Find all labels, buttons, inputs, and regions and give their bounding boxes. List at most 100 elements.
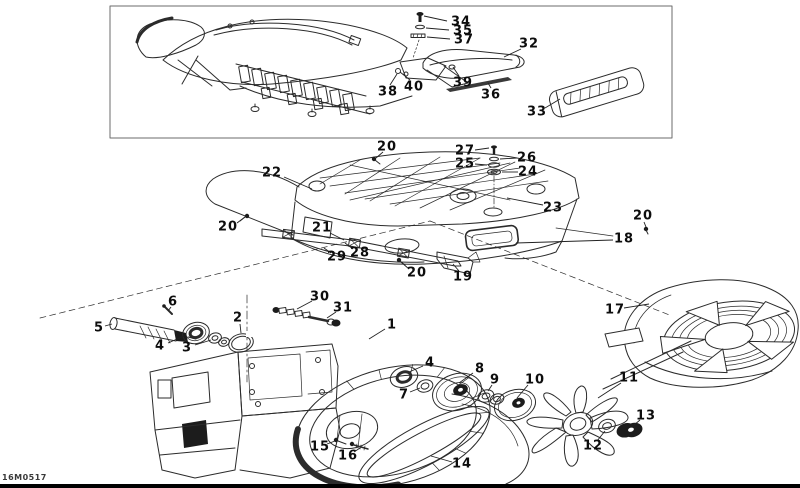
retaining-ring-illustration xyxy=(228,331,254,353)
callout-23: 23 xyxy=(542,200,564,216)
leader-line-5 xyxy=(104,323,113,327)
fan-cowl-illustration xyxy=(292,364,530,488)
fan-hardware-illustration xyxy=(598,418,643,438)
heat-shield-strip-illustration xyxy=(446,77,512,92)
leader-line-4 xyxy=(408,365,424,373)
leader-line-7 xyxy=(409,387,421,393)
callout-20: 20 xyxy=(376,139,398,155)
leader-line-2 xyxy=(239,323,242,334)
engine-cover-illustration xyxy=(205,151,614,265)
callout-4: 4 xyxy=(154,338,166,354)
leader-line-1 xyxy=(368,328,386,340)
leader-line-6 xyxy=(167,306,172,312)
leader-line-37 xyxy=(426,36,451,40)
callout-1: 1 xyxy=(386,317,398,333)
callout-38: 38 xyxy=(377,84,399,100)
leader-line-18 xyxy=(515,239,614,244)
callout-26: 26 xyxy=(516,150,538,166)
callout-12: 12 xyxy=(582,438,604,454)
callout-36: 36 xyxy=(480,87,502,103)
leader-line-38 xyxy=(389,73,398,86)
leader-line-31 xyxy=(326,311,337,319)
callout-8: 8 xyxy=(474,361,486,377)
leader-line-34 xyxy=(423,15,448,22)
bolt-31-illustration xyxy=(307,315,341,327)
callout-19: 19 xyxy=(452,269,474,285)
leader-line-30 xyxy=(296,300,313,310)
leader-line-21 xyxy=(329,232,345,241)
leader-line-10 xyxy=(516,384,529,399)
callout-6: 6 xyxy=(167,294,179,310)
callout-20: 20 xyxy=(406,265,428,281)
callout-11: 11 xyxy=(618,370,640,386)
leader-line-26 xyxy=(499,157,518,160)
leader-line-23 xyxy=(506,197,544,206)
belt-illustration xyxy=(358,405,490,485)
muffler-illustration xyxy=(422,49,525,88)
leader-line-9 xyxy=(487,384,493,392)
leader-line-16 xyxy=(353,447,361,453)
callout-7: 7 xyxy=(398,387,410,403)
callout-30: 30 xyxy=(309,289,331,305)
box-fastener-stack xyxy=(410,12,426,59)
callout-32: 32 xyxy=(518,36,540,52)
callout-9: 9 xyxy=(489,372,501,388)
leader-line-20 xyxy=(375,151,384,159)
callout-leader-lines xyxy=(104,15,650,463)
projection-lines xyxy=(39,220,673,383)
leader-line-27 xyxy=(474,147,490,151)
callout-20: 20 xyxy=(632,208,654,224)
leader-line-20 xyxy=(643,221,647,228)
leader-line-35 xyxy=(425,27,450,31)
callout-13: 13 xyxy=(635,408,657,424)
callout-16: 16 xyxy=(337,448,359,464)
leader-line-4 xyxy=(167,335,185,344)
leader-line-22 xyxy=(283,176,313,190)
callout-28: 28 xyxy=(349,245,371,261)
callout-17: 17 xyxy=(604,302,626,318)
leader-line-13 xyxy=(633,419,641,426)
leader-line-29 xyxy=(323,247,332,254)
callout-27: 27 xyxy=(454,143,476,159)
detail-box xyxy=(109,5,673,139)
leader-line-12 xyxy=(596,430,606,442)
leader-line-39 xyxy=(452,66,460,77)
leader-line-3 xyxy=(194,339,212,346)
bracket-illustration xyxy=(436,251,481,275)
crankcase-illustration xyxy=(149,343,341,479)
callout-40: 40 xyxy=(403,79,425,95)
bottom-edge-bar xyxy=(0,484,800,488)
leader-line-11 xyxy=(597,382,622,399)
callout-18: 18 xyxy=(613,231,635,247)
callout-4: 4 xyxy=(424,355,436,371)
fan-housing-illustration xyxy=(602,279,799,390)
leader-line-25 xyxy=(474,163,488,166)
leader-line-33 xyxy=(544,98,561,109)
callout-2: 2 xyxy=(232,310,244,326)
callout-24: 24 xyxy=(517,164,539,180)
callout-37: 37 xyxy=(453,32,475,48)
leader-line-40 xyxy=(399,71,411,81)
callout-31: 31 xyxy=(332,300,354,316)
callout-20: 20 xyxy=(217,219,239,235)
callout-35: 35 xyxy=(452,23,474,39)
engine-assembly-illustration xyxy=(135,16,456,117)
leader-line-32 xyxy=(503,48,522,58)
bolt-30-illustration xyxy=(272,306,311,319)
callout-39: 39 xyxy=(452,75,474,91)
leader-line-19 xyxy=(452,263,460,272)
leader-line-20 xyxy=(400,261,410,270)
diagram-code-watermark: 16M0517 xyxy=(2,473,47,482)
callout-5: 5 xyxy=(93,320,105,336)
callout-3: 3 xyxy=(181,340,193,356)
leader-line-8 xyxy=(458,372,474,384)
grommet-stack xyxy=(483,145,503,217)
callout-22: 22 xyxy=(261,165,283,181)
fan-illustration xyxy=(526,385,629,467)
callout-25: 25 xyxy=(454,156,476,172)
callout-15: 15 xyxy=(309,439,331,455)
cover-screws xyxy=(239,156,649,266)
cowl-screws xyxy=(333,437,369,451)
washer-set-illustration xyxy=(208,332,230,347)
